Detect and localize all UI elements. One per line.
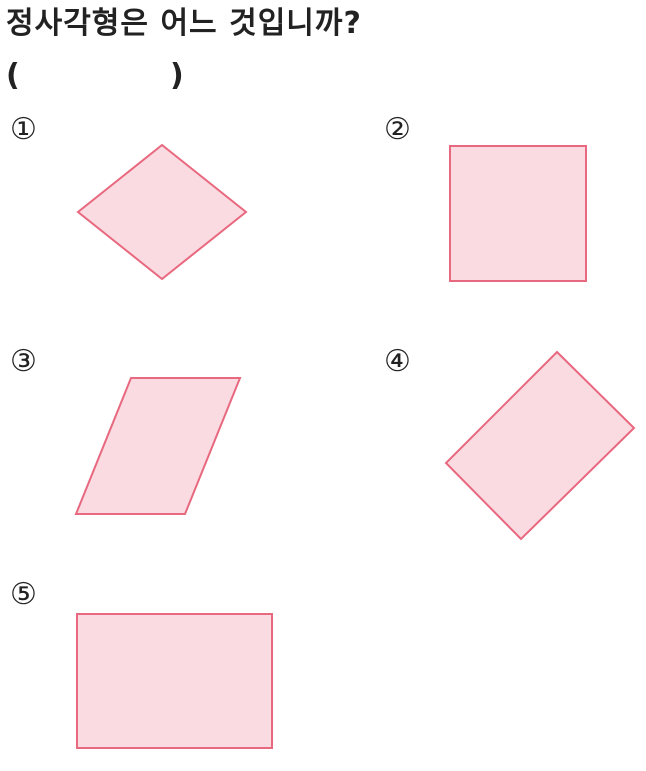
option-number-2[interactable]: ② <box>384 112 411 147</box>
option-1-rhombus-shape[interactable] <box>76 143 248 281</box>
answer-open-paren: ( <box>6 58 20 93</box>
answer-close-paren: ) <box>170 58 184 93</box>
option-3-parallelogram-shape[interactable] <box>74 377 242 515</box>
option-number-5[interactable]: ⑤ <box>10 577 37 612</box>
question-text: 정사각형은 어느 것입니까? <box>6 6 362 41</box>
option-number-4[interactable]: ④ <box>384 344 411 379</box>
option-2-square-shape[interactable] <box>449 145 587 282</box>
option-4-rotated-rectangle-shape[interactable] <box>444 350 636 541</box>
option-5-rectangle-shape[interactable] <box>76 613 273 749</box>
answer-blank[interactable]: ( ) <box>6 56 186 96</box>
option-number-1[interactable]: ① <box>10 112 37 147</box>
option-number-3[interactable]: ③ <box>10 344 37 379</box>
